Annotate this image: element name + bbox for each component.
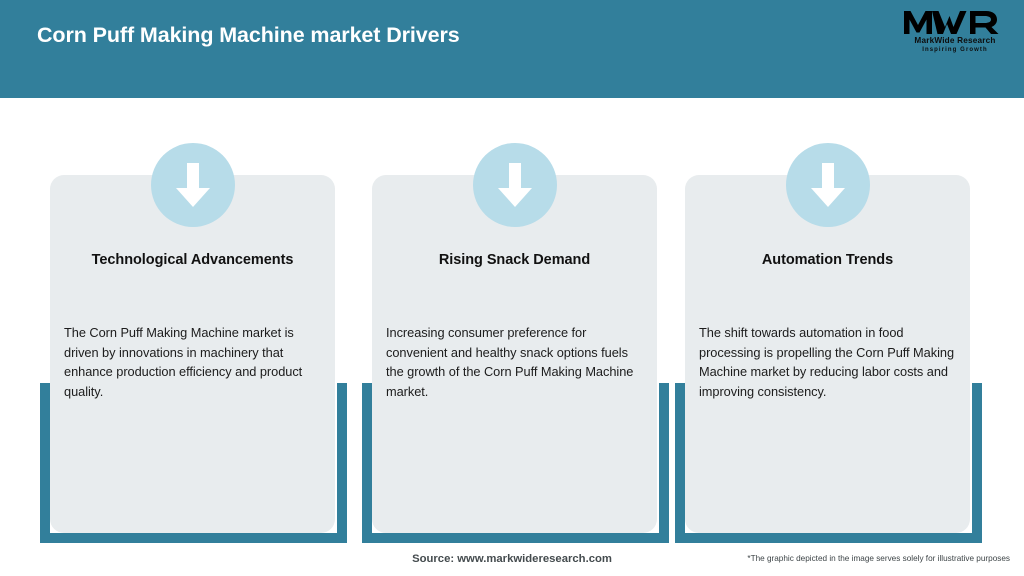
card-accent-frame xyxy=(362,383,669,543)
card-body-text: The shift towards automation in food pro… xyxy=(699,325,955,399)
card-title: Rising Snack Demand xyxy=(438,252,591,268)
source-label: Source: www.markwideresearch.com xyxy=(412,553,612,565)
driver-card-2: Rising Snack Demand Increasing consumer … xyxy=(362,140,669,543)
markwide-research-logo: MarkWide Research Inspiring Growth xyxy=(903,9,1007,59)
drivers-card-row: Technological Advancements The Corn Puff… xyxy=(0,98,1024,543)
card-panel: Technological Advancements The Corn Puff… xyxy=(50,143,335,533)
logo-tagline: Inspiring Growth xyxy=(922,47,988,53)
arrow-down-glyph xyxy=(810,163,845,207)
page-footer: Source: www.markwideresearch.com *The gr… xyxy=(0,543,1024,576)
arrow-down-icon xyxy=(785,143,870,227)
card-panel: Automation Trends The shift towards auto… xyxy=(685,143,970,533)
arrow-down-glyph xyxy=(497,163,532,207)
disclaimer-label: *The graphic depicted in the image serve… xyxy=(747,554,1010,563)
card-accent-frame xyxy=(675,383,982,543)
mwr-logo-icon xyxy=(904,11,999,34)
driver-card-1: Technological Advancements The Corn Puff… xyxy=(40,140,347,543)
arrow-down-icon xyxy=(150,143,235,227)
card-title: Technological Advancements xyxy=(91,252,294,268)
card-body-text: The Corn Puff Making Machine market is d… xyxy=(64,325,303,399)
page-title: Corn Puff Making Machine market Drivers xyxy=(37,23,460,47)
card-body-text: Increasing consumer preference for conve… xyxy=(386,325,634,399)
card-accent-frame xyxy=(40,383,347,543)
arrow-down-glyph xyxy=(175,163,210,207)
card-title: Automation Trends xyxy=(761,252,894,268)
page-header: Corn Puff Making Machine market Drivers … xyxy=(0,0,1024,98)
arrow-down-icon xyxy=(472,143,557,227)
card-panel: Rising Snack Demand Increasing consumer … xyxy=(372,143,657,533)
logo-company-name: MarkWide Research xyxy=(914,36,996,45)
driver-card-3: Automation Trends The shift towards auto… xyxy=(675,140,982,543)
